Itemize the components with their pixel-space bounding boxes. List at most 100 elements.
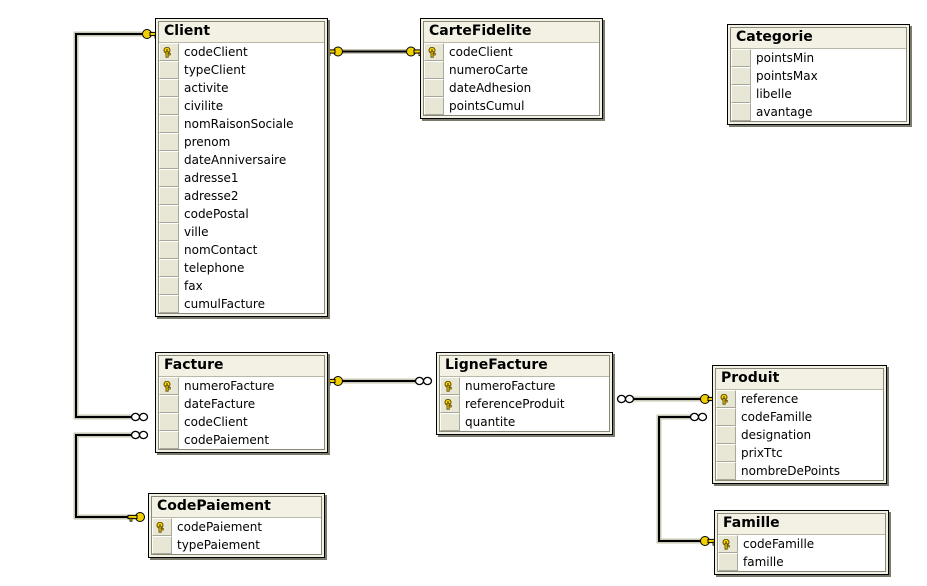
field-row[interactable]: codeClient bbox=[159, 413, 324, 431]
field-selector-cell[interactable] bbox=[159, 295, 179, 313]
field-selector-cell[interactable] bbox=[718, 553, 738, 571]
field-selector-cell[interactable] bbox=[159, 223, 179, 241]
field-row[interactable]: codeFamille bbox=[718, 535, 885, 553]
field-row[interactable]: numeroCarte bbox=[424, 61, 599, 79]
field-selector-cell[interactable] bbox=[440, 413, 460, 431]
field-row[interactable]: numeroFacture bbox=[159, 377, 324, 395]
field-row[interactable]: telephone bbox=[159, 259, 324, 277]
field-name: codeClient bbox=[444, 43, 599, 61]
field-name: codePaiement bbox=[172, 518, 321, 536]
field-row[interactable]: nomContact bbox=[159, 241, 324, 259]
field-selector-cell[interactable] bbox=[716, 408, 736, 426]
primary-key-icon[interactable] bbox=[159, 43, 179, 61]
field-selector-cell[interactable] bbox=[424, 61, 444, 79]
field-row[interactable]: adresse2 bbox=[159, 187, 324, 205]
primary-key-icon[interactable] bbox=[716, 390, 736, 408]
field-selector-cell[interactable] bbox=[424, 79, 444, 97]
field-row[interactable]: avantage bbox=[731, 103, 906, 121]
field-row[interactable]: codeClient bbox=[159, 43, 324, 61]
field-selector-cell[interactable] bbox=[716, 462, 736, 480]
field-selector-cell[interactable] bbox=[716, 426, 736, 444]
field-row[interactable]: pointsCumul bbox=[424, 97, 599, 115]
field-row[interactable]: adresse1 bbox=[159, 169, 324, 187]
field-selector-cell[interactable] bbox=[159, 133, 179, 151]
field-name: famille bbox=[738, 553, 885, 571]
primary-key-icon[interactable] bbox=[159, 377, 179, 395]
primary-key-icon[interactable] bbox=[440, 377, 460, 395]
entity-table-title: Facture bbox=[159, 356, 324, 377]
field-selector-cell[interactable] bbox=[152, 536, 172, 554]
field-row[interactable]: pointsMax bbox=[731, 67, 906, 85]
field-row[interactable]: libelle bbox=[731, 85, 906, 103]
field-selector-cell[interactable] bbox=[731, 49, 751, 67]
primary-key-icon[interactable] bbox=[440, 395, 460, 413]
field-selector-cell[interactable] bbox=[159, 115, 179, 133]
primary-key-icon[interactable] bbox=[424, 43, 444, 61]
field-selector-cell[interactable] bbox=[159, 187, 179, 205]
field-row[interactable]: dateAnniversaire bbox=[159, 151, 324, 169]
field-row[interactable]: dateAdhesion bbox=[424, 79, 599, 97]
field-row[interactable]: activite bbox=[159, 79, 324, 97]
field-selector-cell[interactable] bbox=[159, 61, 179, 79]
field-row[interactable]: quantite bbox=[440, 413, 609, 431]
primary-key-icon[interactable] bbox=[152, 518, 172, 536]
field-selector-cell[interactable] bbox=[731, 85, 751, 103]
field-selector-cell[interactable] bbox=[159, 277, 179, 295]
field-selector-cell[interactable] bbox=[159, 79, 179, 97]
field-row[interactable]: codePaiement bbox=[152, 518, 321, 536]
field-row[interactable]: typeClient bbox=[159, 61, 324, 79]
field-row[interactable]: referenceProduit bbox=[440, 395, 609, 413]
field-row[interactable]: codeFamille bbox=[716, 408, 883, 426]
field-row[interactable]: nombreDePoints bbox=[716, 462, 883, 480]
field-selector-cell[interactable] bbox=[159, 205, 179, 223]
field-selector-cell[interactable] bbox=[424, 97, 444, 115]
field-row[interactable]: codePaiement bbox=[159, 431, 324, 449]
field-name: nomRaisonSociale bbox=[179, 115, 324, 133]
field-name: numeroFacture bbox=[179, 377, 324, 395]
field-selector-cell[interactable] bbox=[159, 413, 179, 431]
field-row[interactable]: typePaiement bbox=[152, 536, 321, 554]
field-row[interactable]: fax bbox=[159, 277, 324, 295]
relationship-client-cartefidelite bbox=[325, 46, 424, 57]
field-selector-cell[interactable] bbox=[159, 241, 179, 259]
field-selector-cell[interactable] bbox=[731, 103, 751, 121]
field-row[interactable]: codeClient bbox=[424, 43, 599, 61]
field-row[interactable]: nomRaisonSociale bbox=[159, 115, 324, 133]
field-row[interactable]: dateFacture bbox=[159, 395, 324, 413]
entity-table-title: Famille bbox=[718, 514, 885, 535]
field-selector-cell[interactable] bbox=[159, 169, 179, 187]
field-row[interactable]: prenom bbox=[159, 133, 324, 151]
field-row[interactable]: codePostal bbox=[159, 205, 324, 223]
entity-table-title: CarteFidelite bbox=[424, 22, 599, 43]
field-name: codePaiement bbox=[179, 431, 324, 449]
field-selector-cell[interactable] bbox=[159, 151, 179, 169]
field-selector-cell[interactable] bbox=[159, 259, 179, 277]
field-row[interactable]: numeroFacture bbox=[440, 377, 609, 395]
field-selector-cell[interactable] bbox=[159, 395, 179, 413]
field-selector-cell[interactable] bbox=[716, 444, 736, 462]
field-row[interactable]: pointsMin bbox=[731, 49, 906, 67]
field-row[interactable]: ville bbox=[159, 223, 324, 241]
field-selector-cell[interactable] bbox=[159, 97, 179, 115]
field-row[interactable]: reference bbox=[716, 390, 883, 408]
field-selector-cell[interactable] bbox=[159, 431, 179, 449]
field-name: numeroFacture bbox=[460, 377, 609, 395]
field-row[interactable]: cumulFacture bbox=[159, 295, 324, 313]
field-row[interactable]: civilite bbox=[159, 97, 324, 115]
field-row[interactable]: famille bbox=[718, 553, 885, 571]
field-row[interactable]: designation bbox=[716, 426, 883, 444]
field-selector-cell[interactable] bbox=[731, 67, 751, 85]
field-row[interactable]: prixTtc bbox=[716, 444, 883, 462]
primary-key-icon[interactable] bbox=[718, 535, 738, 553]
